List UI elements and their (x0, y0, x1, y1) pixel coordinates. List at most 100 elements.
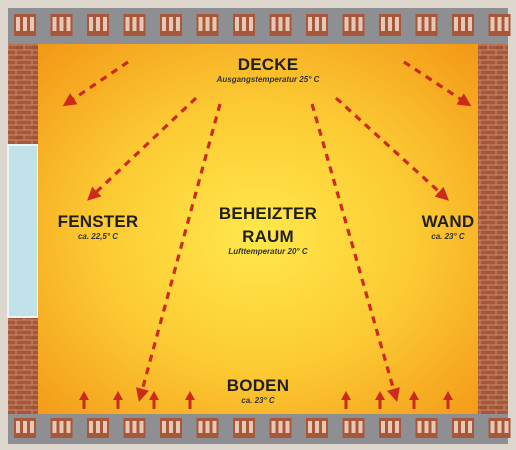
brick-slot (103, 17, 107, 31)
brick-slot (242, 17, 246, 31)
brick-slot (381, 421, 385, 433)
floor-heat-arrows (79, 391, 453, 409)
brick-slot (242, 421, 246, 433)
brick-slot (271, 17, 276, 31)
brick-slot (212, 17, 217, 31)
brick-slot (249, 421, 253, 433)
room-label-line1: BEHEIZTER (218, 204, 318, 223)
ceiling-wall (8, 8, 511, 44)
brick-slot (176, 421, 180, 433)
floor-temperature: ca. 23° C (241, 396, 275, 405)
brick-slot (468, 17, 472, 31)
window-label: FENSTER (57, 212, 139, 231)
brick-slot (162, 421, 166, 433)
brick-slot (497, 421, 502, 433)
brick-slot (344, 17, 349, 31)
floor-heat-arrowhead-icon (341, 391, 351, 400)
brick-slot (315, 421, 319, 433)
floor-label-group: BODEN ca. 23° C (198, 376, 318, 405)
floor-heat-arrowhead-icon (375, 391, 385, 400)
brick-slot (169, 17, 173, 31)
brick-slot (344, 421, 349, 433)
brick-slot (322, 17, 326, 31)
brick-slot (132, 421, 137, 433)
floor-heat-arrowhead-icon (149, 391, 159, 400)
brick-slot (89, 421, 93, 433)
brick-slot (504, 17, 509, 31)
floor-heat-arrowhead-icon (113, 391, 123, 400)
brick-slot (271, 421, 276, 433)
brick-slot (52, 421, 57, 433)
floor-wall (8, 414, 511, 444)
brick-slot (358, 17, 363, 31)
brick-slot (351, 421, 356, 433)
brick-slot (96, 17, 100, 31)
right-brick-wall (478, 44, 508, 414)
brick-slot (308, 17, 312, 31)
brick-slot (358, 421, 363, 433)
brick-slot (139, 421, 144, 433)
brick-slot (424, 421, 429, 433)
brick-slot (504, 421, 509, 433)
wall-label: WAND (421, 212, 475, 231)
brick-slot (23, 421, 27, 433)
heated-room-area (38, 44, 478, 414)
brick-slot (66, 17, 71, 31)
radiation-arrow-icon (87, 96, 198, 201)
brick-slot (417, 17, 422, 31)
radiation-arrow-icon (135, 103, 222, 402)
brick-slot (125, 17, 130, 31)
brick-slot (490, 17, 495, 31)
brick-slot (132, 17, 137, 31)
brick-slot (103, 421, 107, 433)
brick-slot (235, 421, 239, 433)
brick-slot (198, 17, 203, 31)
brick-slot (454, 421, 458, 433)
brick-slot (52, 17, 57, 31)
brick-slot (278, 421, 283, 433)
brick-slot (351, 17, 356, 31)
brick-slot (322, 421, 326, 433)
brick-slot (431, 17, 436, 31)
brick-slot (497, 17, 502, 31)
floor-heat-arrowhead-icon (185, 391, 195, 400)
brick-slot (388, 17, 392, 31)
brick-slot (388, 421, 392, 433)
brick-slot (490, 421, 495, 433)
brick-slot (285, 421, 290, 433)
brick-slot (395, 17, 399, 31)
floor-heat-arrowhead-icon (443, 391, 453, 400)
brick-slot (23, 17, 27, 31)
brick-slot (395, 421, 399, 433)
radiation-arrow-icon (334, 96, 449, 201)
brick-slot (249, 17, 253, 31)
floor-label: BODEN (226, 376, 290, 395)
brick-slot (198, 421, 203, 433)
brick-slot (66, 421, 71, 433)
brick-slot (16, 421, 20, 433)
ceiling-label-group: DECKE Ausgangstemperatur 25° C (178, 55, 358, 84)
brick-slot (461, 421, 465, 433)
brick-slot (424, 17, 429, 31)
window-pane (7, 144, 39, 318)
brick-slot (30, 421, 34, 433)
brick-slot (235, 17, 239, 31)
brick-slot (315, 17, 319, 31)
room-label-group: BEHEIZTER RAUM Lufttemperatur 20° C (188, 204, 348, 256)
brick-slot (205, 17, 210, 31)
ceiling-label: DECKE (237, 55, 299, 74)
floor-heat-arrowhead-icon (409, 391, 419, 400)
brick-slot (89, 17, 93, 31)
brick-slot (30, 17, 34, 31)
brick-slot (417, 421, 422, 433)
floor-heat-arrowhead-icon (79, 391, 89, 400)
wall-label-group: WAND ca. 23° C (398, 212, 498, 241)
brick-slot (381, 17, 385, 31)
brick-slot (176, 17, 180, 31)
brick-slot (461, 17, 465, 31)
brick-slot (308, 421, 312, 433)
wall-temperature: ca. 23° C (431, 232, 465, 241)
brick-slot (59, 421, 64, 433)
brick-slot (454, 17, 458, 31)
